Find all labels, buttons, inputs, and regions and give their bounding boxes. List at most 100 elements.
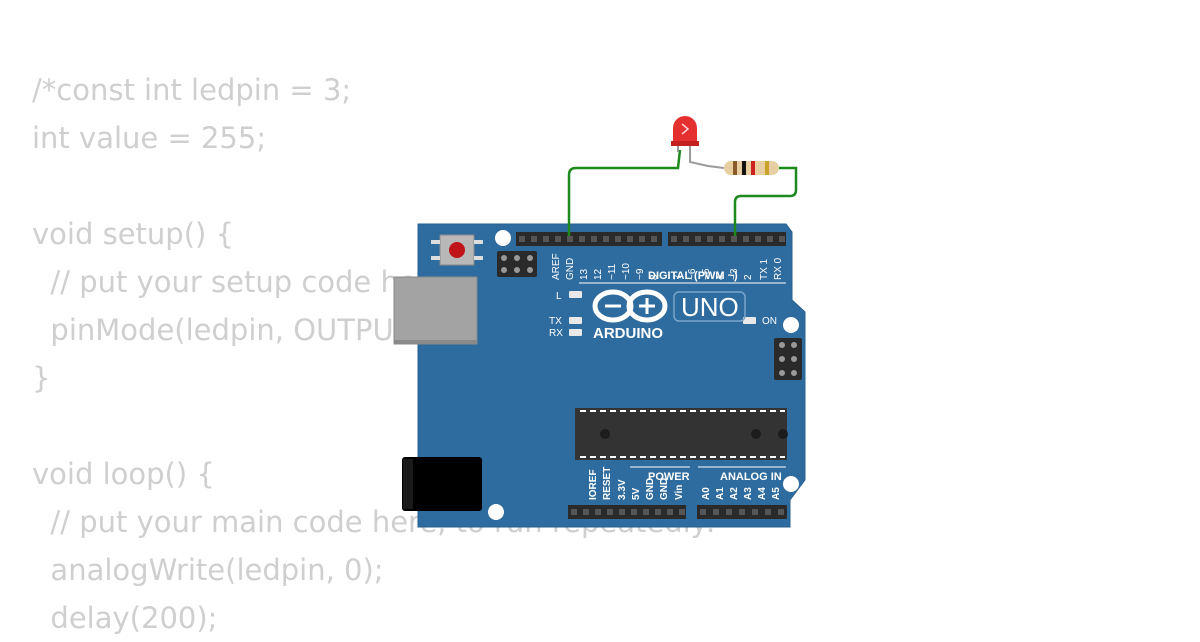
rx-led: [569, 329, 582, 336]
pin-hole[interactable]: [713, 509, 719, 515]
pin-hole[interactable]: [543, 236, 549, 242]
on-led: [743, 317, 756, 324]
tx-led: [569, 317, 582, 324]
digital-pin-label: ~5: [701, 268, 712, 280]
usb-connector: [393, 276, 478, 345]
pin-hole[interactable]: [579, 236, 585, 242]
resistor[interactable]: [724, 161, 779, 175]
pin-hole[interactable]: [567, 236, 573, 242]
rx-led-label: RX: [549, 328, 563, 339]
pin-hole[interactable]: [755, 236, 761, 242]
pin-hole[interactable]: [719, 236, 725, 242]
pin-hole[interactable]: [627, 236, 633, 242]
pin-hole[interactable]: [671, 236, 677, 242]
power-jack: [402, 457, 482, 511]
power-pin-label: 3.3V: [617, 479, 628, 500]
pin-hole[interactable]: [726, 509, 732, 515]
pin-hole[interactable]: [679, 509, 685, 515]
digital-pin-label: 13: [579, 268, 590, 280]
pin-hole[interactable]: [779, 236, 785, 242]
code-line: analogWrite(ledpin, 0);: [32, 553, 384, 587]
mounting-hole: [495, 230, 511, 246]
pin-hole[interactable]: [583, 509, 589, 515]
power-pin-label: GND: [659, 478, 670, 500]
l-led: [569, 291, 582, 298]
power-pin-label: GND: [645, 478, 656, 500]
wire-pin-3[interactable]: [733, 166, 798, 236]
analog-pin-label: A5: [771, 487, 782, 500]
power-header: [568, 505, 686, 519]
pin-hole[interactable]: [700, 509, 706, 515]
power-label: POWER: [648, 471, 690, 483]
on-led-label: ON: [762, 316, 777, 327]
l-led-label: L: [556, 291, 562, 302]
pin-hole[interactable]: [595, 509, 601, 515]
digital-pin-label: RX 0: [773, 257, 784, 280]
pin-hole[interactable]: [752, 509, 758, 515]
pin-hole[interactable]: [571, 509, 577, 515]
power-pin-label: Vin: [674, 485, 685, 500]
icsp-header: [497, 251, 537, 277]
digital-pin-label: AREF: [551, 253, 562, 280]
power-analog-pin-holes: [571, 509, 784, 515]
icsp-header-right: [774, 338, 802, 380]
pin-hole[interactable]: [631, 509, 637, 515]
pin-hole[interactable]: [767, 236, 773, 242]
digital-pin-label: 8: [649, 274, 660, 280]
digital-pin-label: 4: [715, 274, 726, 280]
pin-hole[interactable]: [707, 236, 713, 242]
red-led[interactable]: [671, 116, 699, 152]
pin-hole[interactable]: [695, 236, 701, 242]
digital-pin-label: GND: [565, 258, 576, 280]
digital-pin-label: TX 1: [759, 258, 770, 280]
digital-pin-label: 2: [743, 274, 754, 280]
power-pin-label: RESET: [602, 467, 613, 500]
pin-hole[interactable]: [651, 236, 657, 242]
pin-hole[interactable]: [531, 236, 537, 242]
pin-hole[interactable]: [603, 236, 609, 242]
code-line: /*const int ledpin = 3;: [32, 73, 352, 107]
pin-hole[interactable]: [739, 509, 745, 515]
uno-badge: [673, 291, 746, 322]
digital-pin-label: 7: [673, 274, 684, 280]
code-line: delay(200);: [32, 601, 218, 635]
led-lead: [689, 150, 725, 169]
pin-hole[interactable]: [731, 236, 737, 242]
pin-hole[interactable]: [619, 509, 625, 515]
pin-hole[interactable]: [615, 236, 621, 242]
pin-hole[interactable]: [778, 509, 784, 515]
power-pin-label: 5V: [631, 487, 642, 500]
pin-hole[interactable]: [643, 509, 649, 515]
pin-hole[interactable]: [765, 509, 771, 515]
wire-gnd[interactable]: [567, 149, 682, 236]
digital-pin-label: ~9: [635, 268, 646, 280]
digital-header-label: DIGITAL (PWM ~): [648, 270, 738, 282]
analog-pin-label: A2: [729, 487, 740, 500]
arduino-brand-text: ARDUINO: [593, 325, 663, 342]
tx-led-label: TX: [549, 316, 562, 327]
pin-hole[interactable]: [555, 236, 561, 242]
pin-hole[interactable]: [591, 236, 597, 242]
digital-pin-label: ~3: [729, 268, 740, 280]
pin-hole[interactable]: [639, 236, 645, 242]
power-pin-label: IOREF: [588, 469, 599, 500]
pin-hole[interactable]: [519, 236, 525, 242]
analog-pin-label: A3: [743, 487, 754, 500]
digital-pin-label: ~11: [607, 263, 618, 280]
mounting-hole: [783, 317, 799, 333]
pin-hole[interactable]: [655, 509, 661, 515]
digital-pin-label: 12: [593, 268, 604, 280]
analog-pin-label: A4: [757, 487, 768, 500]
pin-hole[interactable]: [743, 236, 749, 242]
mounting-hole: [783, 476, 799, 492]
code-line: void loop() {: [32, 457, 215, 491]
analog-pin-label: A1: [715, 487, 726, 500]
pin-hole[interactable]: [683, 236, 689, 242]
digital-header-left: [516, 232, 662, 246]
code-line: }: [32, 361, 51, 395]
pin-hole[interactable]: [607, 509, 613, 515]
pin-hole[interactable]: [667, 509, 673, 515]
reset-button[interactable]: [431, 234, 483, 266]
mounting-hole: [488, 504, 504, 520]
